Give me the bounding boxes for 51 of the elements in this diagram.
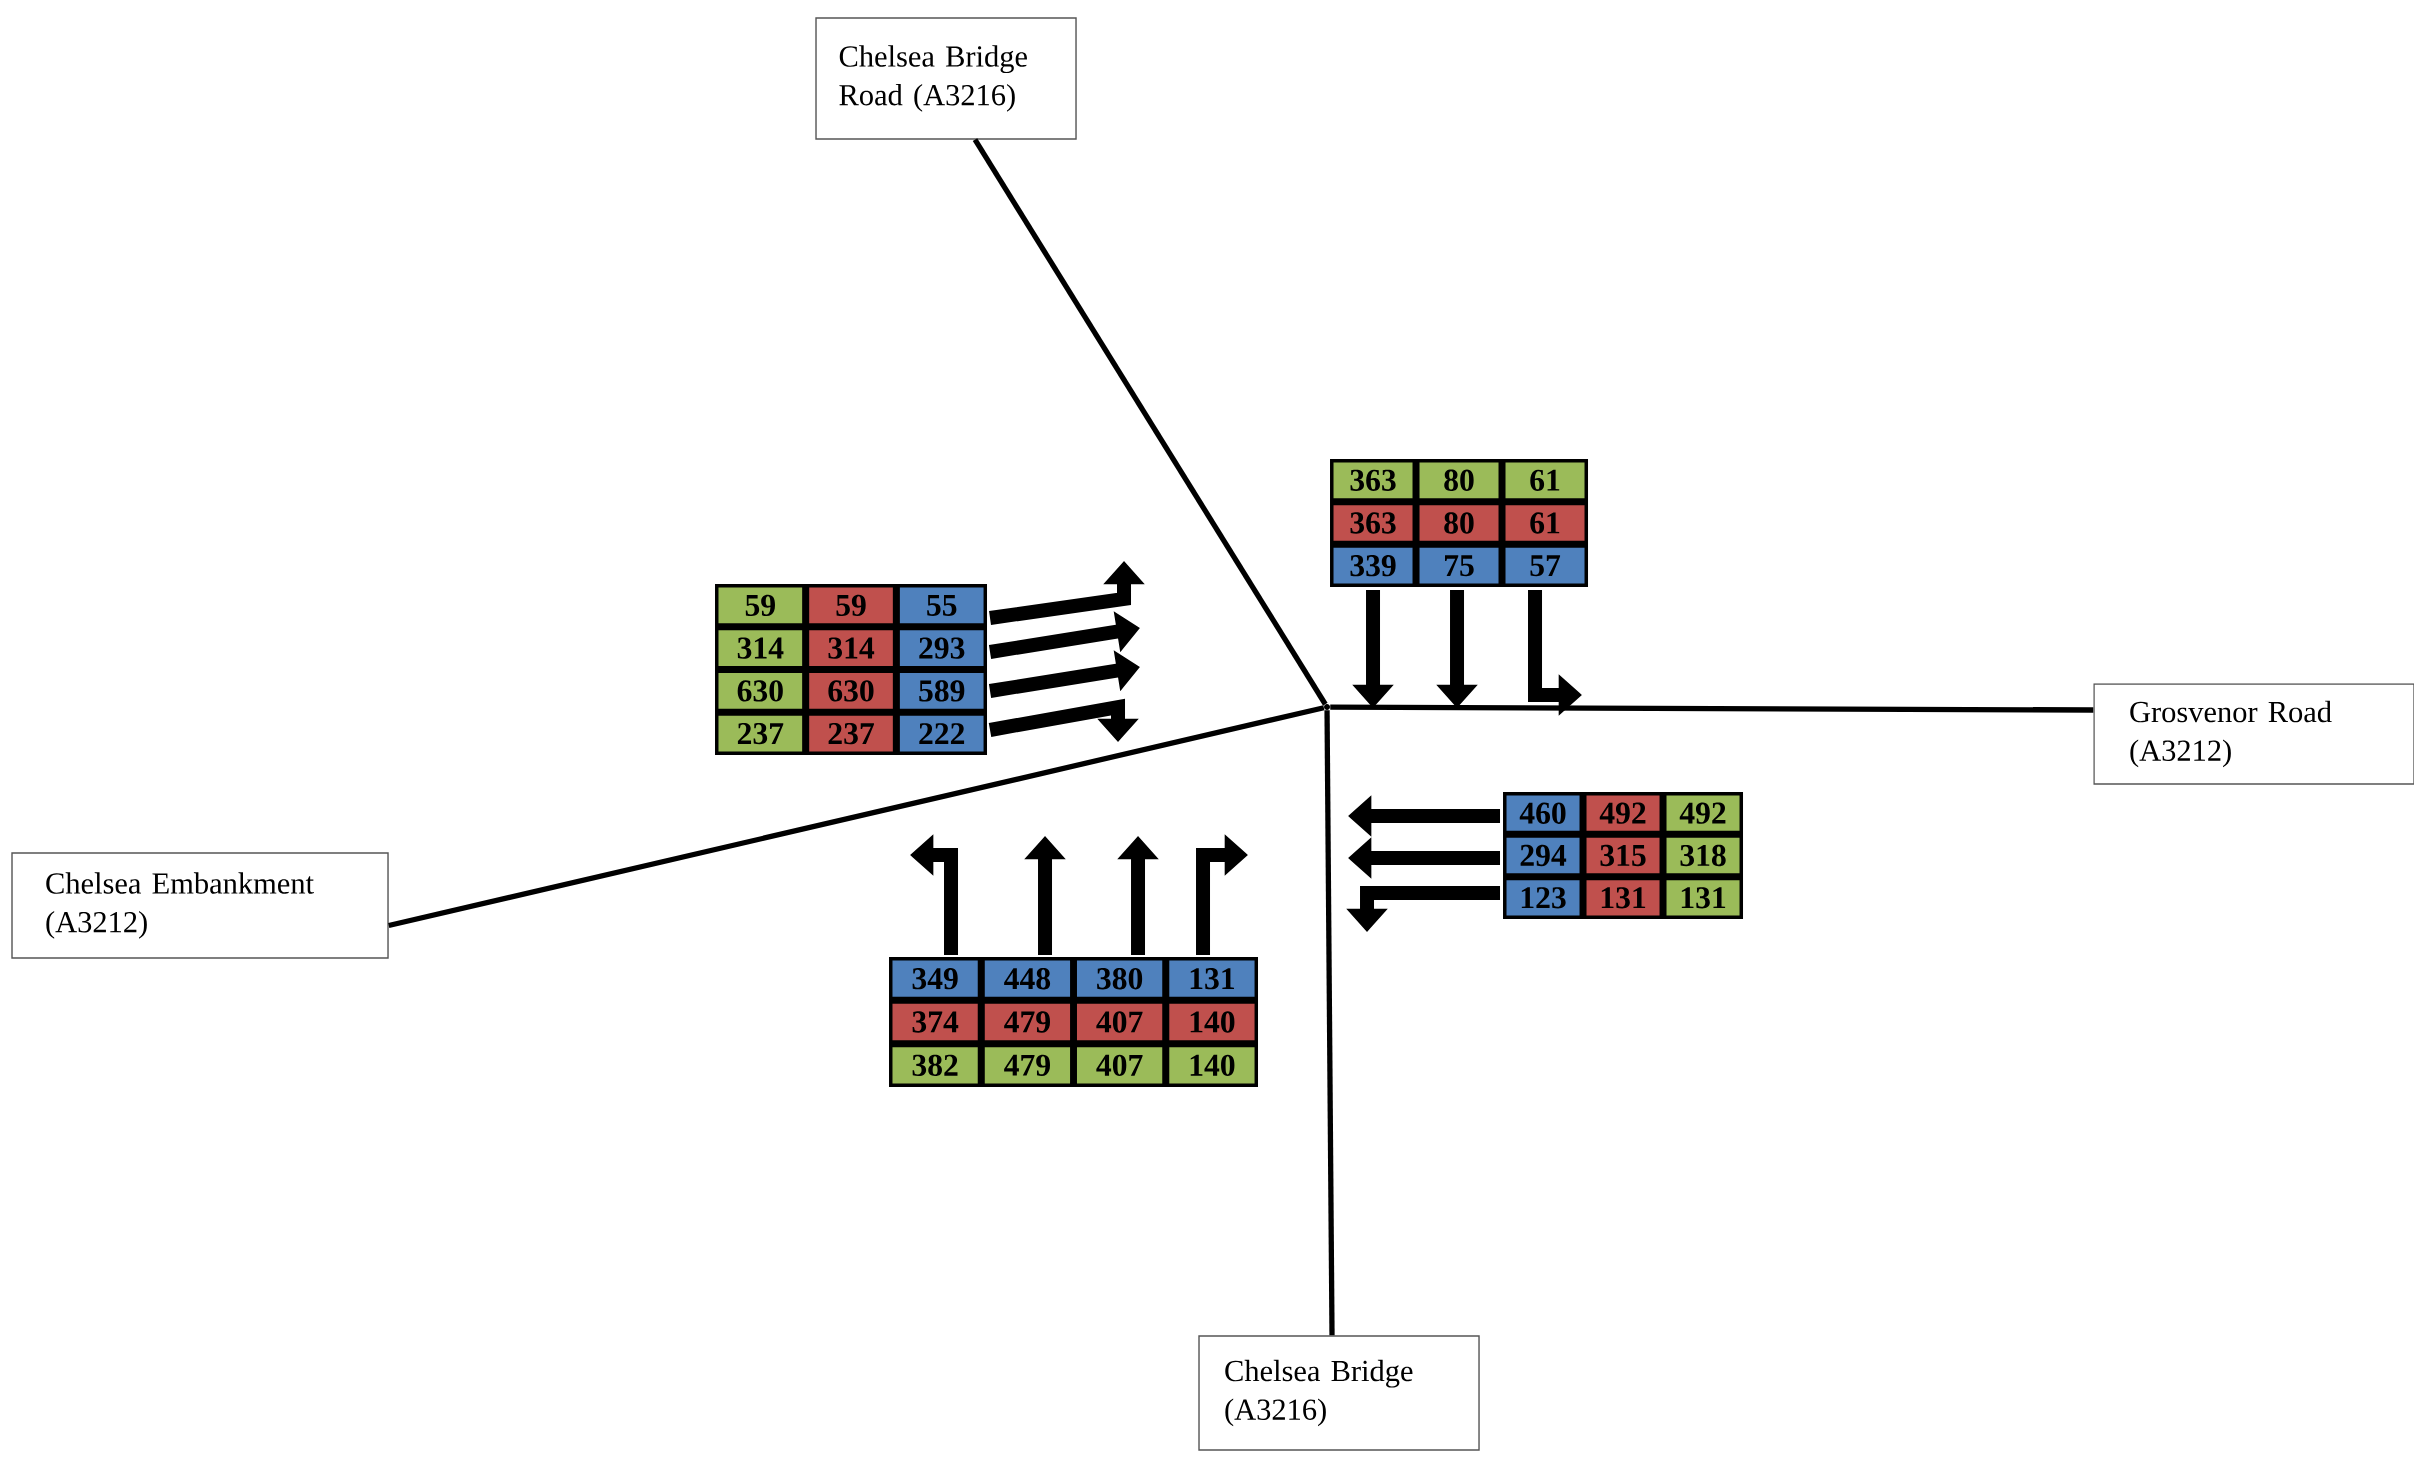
road-line bbox=[1324, 710, 1335, 1336]
table-cell: 123 bbox=[1506, 880, 1580, 916]
table-cell: 479 bbox=[984, 1047, 1071, 1084]
table-cell: 237 bbox=[718, 715, 803, 752]
table-cell: 59 bbox=[809, 587, 893, 624]
table-cell: 294 bbox=[1506, 837, 1580, 874]
table-cell: 382 bbox=[892, 1047, 978, 1084]
table-cell: 630 bbox=[718, 673, 803, 709]
table-cell: 59 bbox=[718, 587, 803, 624]
table-cell: 349 bbox=[892, 960, 978, 997]
table-cell: 80 bbox=[1419, 462, 1499, 499]
table-cell: 293 bbox=[899, 630, 984, 666]
table-cell: 374 bbox=[892, 1003, 978, 1041]
table-cell: 492 bbox=[1666, 795, 1740, 831]
table-cell: 80 bbox=[1419, 505, 1499, 541]
table-cell: 318 bbox=[1666, 837, 1740, 874]
road-label-box: Grosvenor Road (A3212) bbox=[2093, 683, 2414, 785]
table-cell: 460 bbox=[1506, 795, 1580, 831]
table-cell: 61 bbox=[1505, 505, 1585, 541]
road-line bbox=[1330, 704, 2094, 713]
junction-point bbox=[1324, 704, 1330, 710]
table-cell: 131 bbox=[1169, 960, 1255, 997]
table-cell: 448 bbox=[984, 960, 1071, 997]
table-cell: 314 bbox=[809, 630, 893, 666]
table-cell: 131 bbox=[1586, 880, 1660, 916]
table-cell: 75 bbox=[1419, 547, 1499, 584]
road-line bbox=[972, 138, 1328, 706]
table-cell: 492 bbox=[1586, 795, 1660, 831]
table-cell: 222 bbox=[899, 715, 984, 752]
table-cell: 55 bbox=[899, 587, 984, 624]
table-cell: 315 bbox=[1586, 837, 1660, 874]
table-cell: 363 bbox=[1333, 505, 1413, 541]
table-cell: 339 bbox=[1333, 547, 1413, 584]
table-cell: 380 bbox=[1077, 960, 1163, 997]
table-cell: 589 bbox=[899, 673, 984, 709]
table-cell: 363 bbox=[1333, 462, 1413, 499]
table-cell: 630 bbox=[809, 673, 893, 709]
table-cell: 314 bbox=[718, 630, 803, 666]
table-cell: 61 bbox=[1505, 462, 1585, 499]
road-line bbox=[388, 705, 1325, 929]
road-label-box: Chelsea Bridge (A3216) bbox=[1198, 1335, 1480, 1451]
table-cell: 131 bbox=[1666, 880, 1740, 916]
table-cell: 57 bbox=[1505, 547, 1585, 584]
table-cell: 407 bbox=[1077, 1047, 1163, 1084]
table-cell: 140 bbox=[1169, 1047, 1255, 1084]
road-label-box: Chelsea Bridge Road (A3216) bbox=[815, 17, 1077, 140]
road-label-box: Chelsea Embankment (A3212) bbox=[11, 852, 389, 959]
table-cell: 237 bbox=[809, 715, 893, 752]
table-cell: 479 bbox=[984, 1003, 1071, 1041]
table-cell: 407 bbox=[1077, 1003, 1163, 1041]
table-cell: 140 bbox=[1169, 1003, 1255, 1041]
